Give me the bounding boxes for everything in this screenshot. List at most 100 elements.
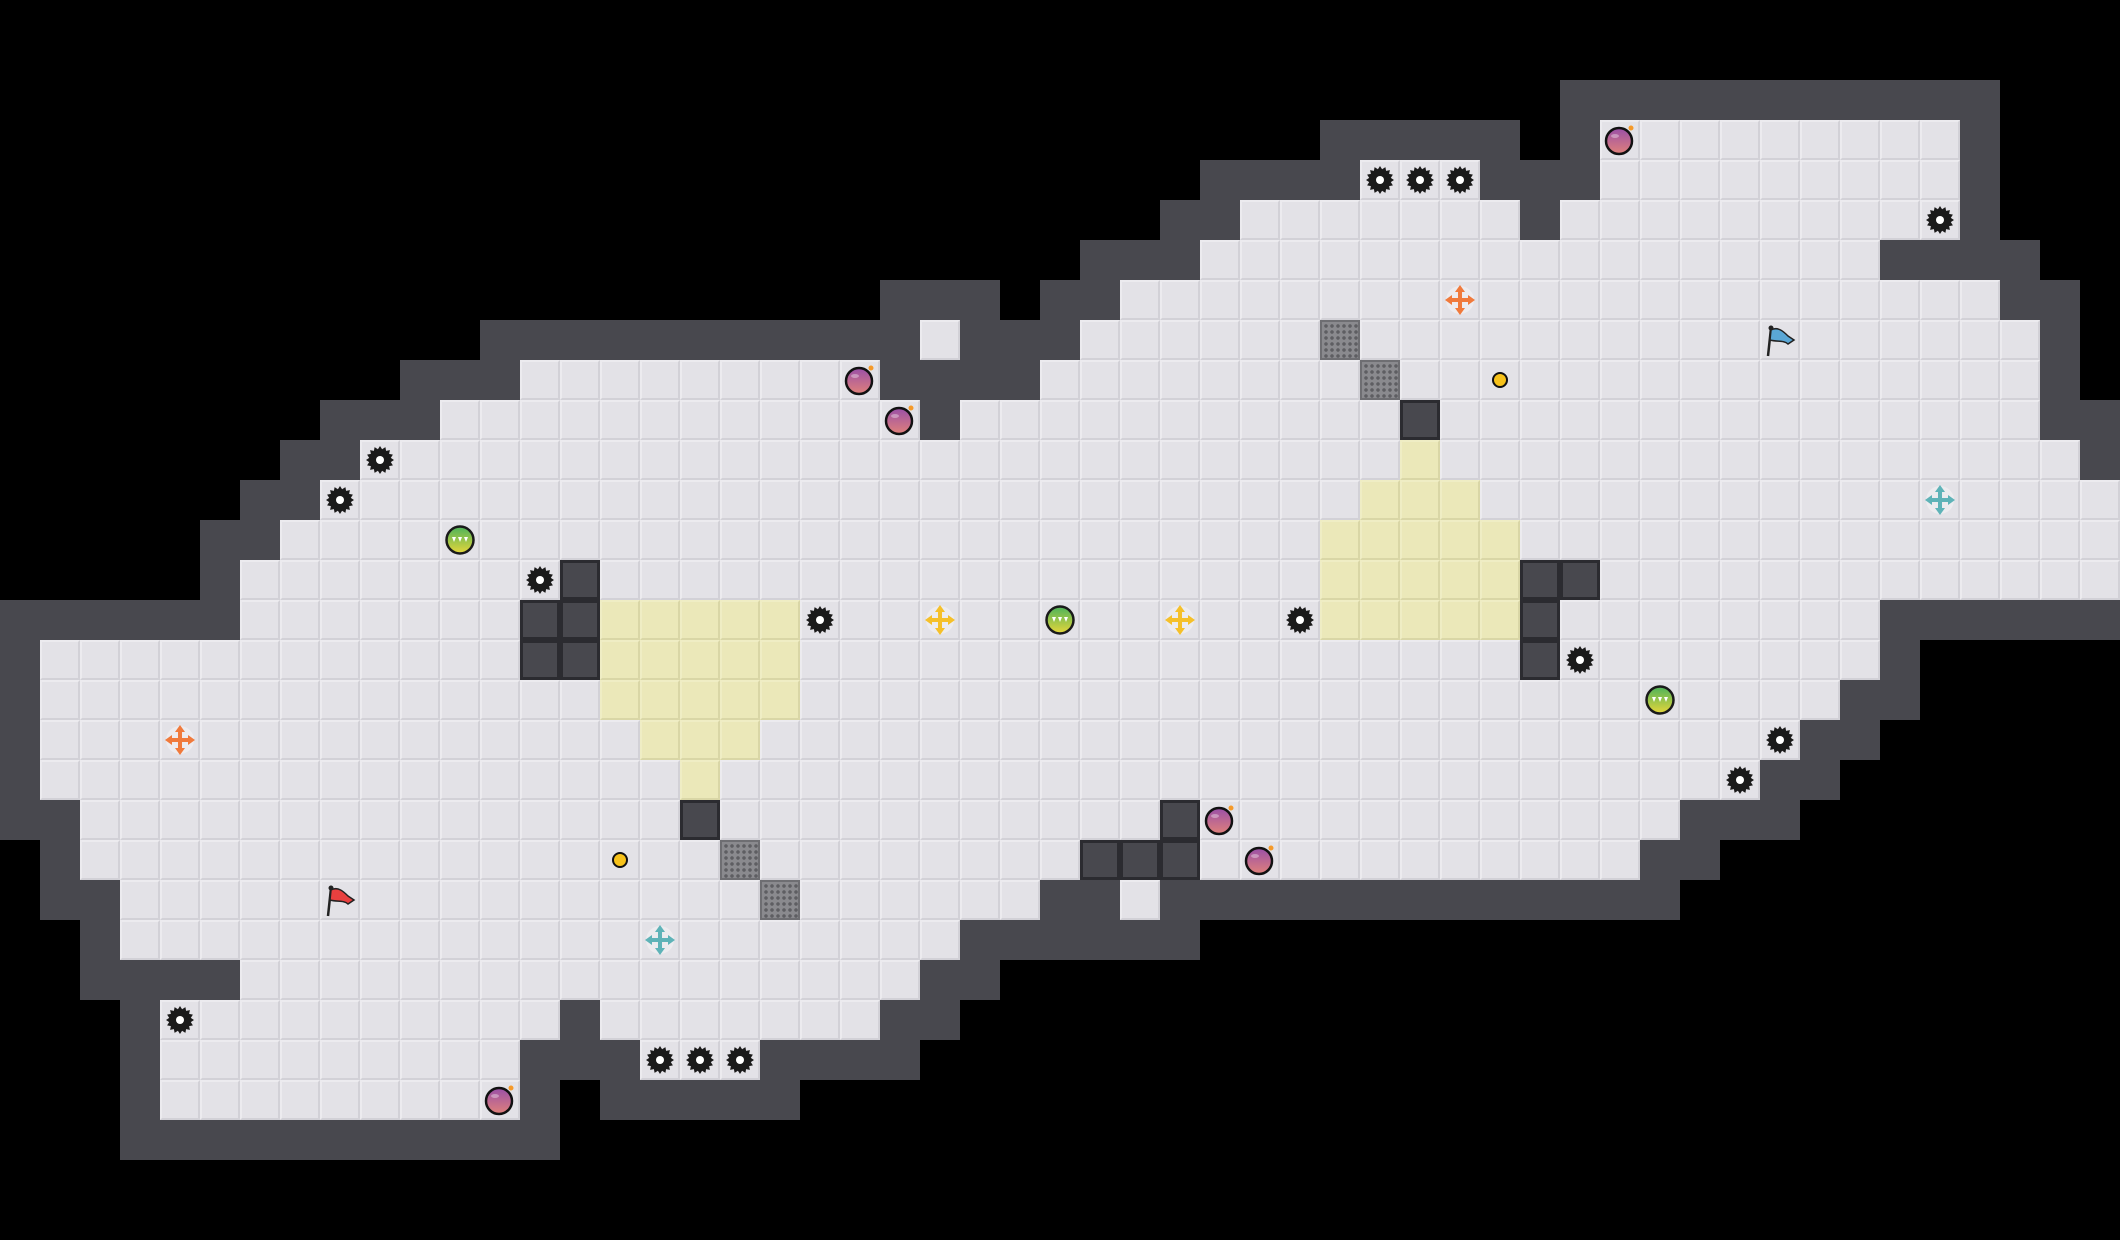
wall-tile: [40, 840, 80, 880]
wall-tile: [880, 320, 920, 360]
floor-tile: [1600, 680, 1640, 720]
floor-tile: [1560, 440, 1600, 480]
floor-tile: [720, 520, 760, 560]
floor-tile: [1760, 120, 1800, 160]
floor-tile: [1120, 440, 1160, 480]
grate-tile: [720, 840, 760, 880]
wall-tile: [480, 1120, 520, 1160]
wall-tile: [1480, 160, 1520, 200]
floor-tile: [760, 920, 800, 960]
floor-tile: [800, 680, 840, 720]
floor-tile: [440, 800, 480, 840]
floor-tile: [1040, 640, 1080, 680]
wall-tile: [40, 880, 80, 920]
floor-tile: [1440, 760, 1480, 800]
sawblade-icon: [640, 1040, 680, 1080]
wall-tile: [0, 600, 40, 640]
wall-tile: [640, 1080, 680, 1120]
floor-tile: [1120, 600, 1160, 640]
wall-tile: [2080, 400, 2120, 440]
floor-tile: [1280, 760, 1320, 800]
wall-tile: [1960, 120, 2000, 160]
floor-tile: [1120, 320, 1160, 360]
wall-tile: [1800, 720, 1840, 760]
floor-tile: [520, 1000, 560, 1040]
floor-tile: [1600, 560, 1640, 600]
floor-tile: [1400, 200, 1440, 240]
floor-tile: [440, 720, 480, 760]
floor-tile: [1760, 200, 1800, 240]
floor-tile: [1720, 720, 1760, 760]
floor-tile: [320, 520, 360, 560]
zone-tile: [1440, 560, 1480, 600]
wall-tile: [1160, 920, 1200, 960]
wall-tile: [1720, 80, 1760, 120]
floor-tile: [2080, 560, 2120, 600]
floor-tile: [840, 880, 880, 920]
wall-block: [1160, 840, 1200, 880]
floor-tile: [1240, 400, 1280, 440]
floor-tile: [240, 640, 280, 680]
floor-tile: [520, 760, 560, 800]
floor-tile: [440, 440, 480, 480]
floor-tile: [2040, 480, 2080, 520]
wall-tile: [1480, 880, 1520, 920]
floor-tile: [1080, 800, 1120, 840]
floor-tile: [960, 680, 1000, 720]
floor-tile: [1800, 600, 1840, 640]
floor-tile: [120, 880, 160, 920]
floor-tile: [1680, 320, 1720, 360]
wall-tile: [200, 560, 240, 600]
floor-tile: [1520, 280, 1560, 320]
floor-tile: [1520, 240, 1560, 280]
wall-tile: [1520, 880, 1560, 920]
floor-tile: [680, 880, 720, 920]
floor-tile: [520, 360, 560, 400]
wall-tile: [360, 1120, 400, 1160]
floor-tile: [1920, 440, 1960, 480]
floor-tile: [1760, 560, 1800, 600]
floor-tile: [1440, 440, 1480, 480]
wall-block: [560, 640, 600, 680]
floor-tile: [1360, 840, 1400, 880]
floor-tile: [1360, 720, 1400, 760]
floor-tile: [1120, 760, 1160, 800]
floor-tile: [2080, 480, 2120, 520]
floor-tile: [1480, 320, 1520, 360]
zone-tile: [720, 720, 760, 760]
floor-tile: [1240, 720, 1280, 760]
floor-tile: [480, 840, 520, 880]
wall-tile: [1160, 240, 1200, 280]
floor-tile: [160, 640, 200, 680]
wall-tile: [720, 1080, 760, 1120]
floor-tile: [1880, 280, 1920, 320]
floor-tile: [1920, 160, 1960, 200]
floor-tile: [80, 680, 120, 720]
floor-tile: [1720, 440, 1760, 480]
floor-tile: [1760, 240, 1800, 280]
floor-tile: [1120, 640, 1160, 680]
floor-tile: [520, 680, 560, 720]
floor-tile: [440, 1040, 480, 1080]
floor-tile: [1320, 760, 1360, 800]
floor-tile: [1000, 400, 1040, 440]
wall-tile: [200, 960, 240, 1000]
floor-tile: [1640, 480, 1680, 520]
wall-tile: [1280, 160, 1320, 200]
wall-tile: [1520, 200, 1560, 240]
floor-tile: [280, 880, 320, 920]
floor-tile: [1760, 520, 1800, 560]
floor-tile: [1160, 440, 1200, 480]
wall-tile: [880, 280, 920, 320]
grate-tile: [1320, 320, 1360, 360]
floor-tile: [1360, 400, 1400, 440]
floor-tile: [1560, 760, 1600, 800]
floor-tile: [1880, 480, 1920, 520]
floor-tile: [720, 880, 760, 920]
floor-tile: [1680, 560, 1720, 600]
floor-tile: [320, 680, 360, 720]
floor-tile: [1400, 760, 1440, 800]
floor-tile: [1480, 640, 1520, 680]
floor-tile: [1720, 120, 1760, 160]
floor-tile: [1120, 480, 1160, 520]
